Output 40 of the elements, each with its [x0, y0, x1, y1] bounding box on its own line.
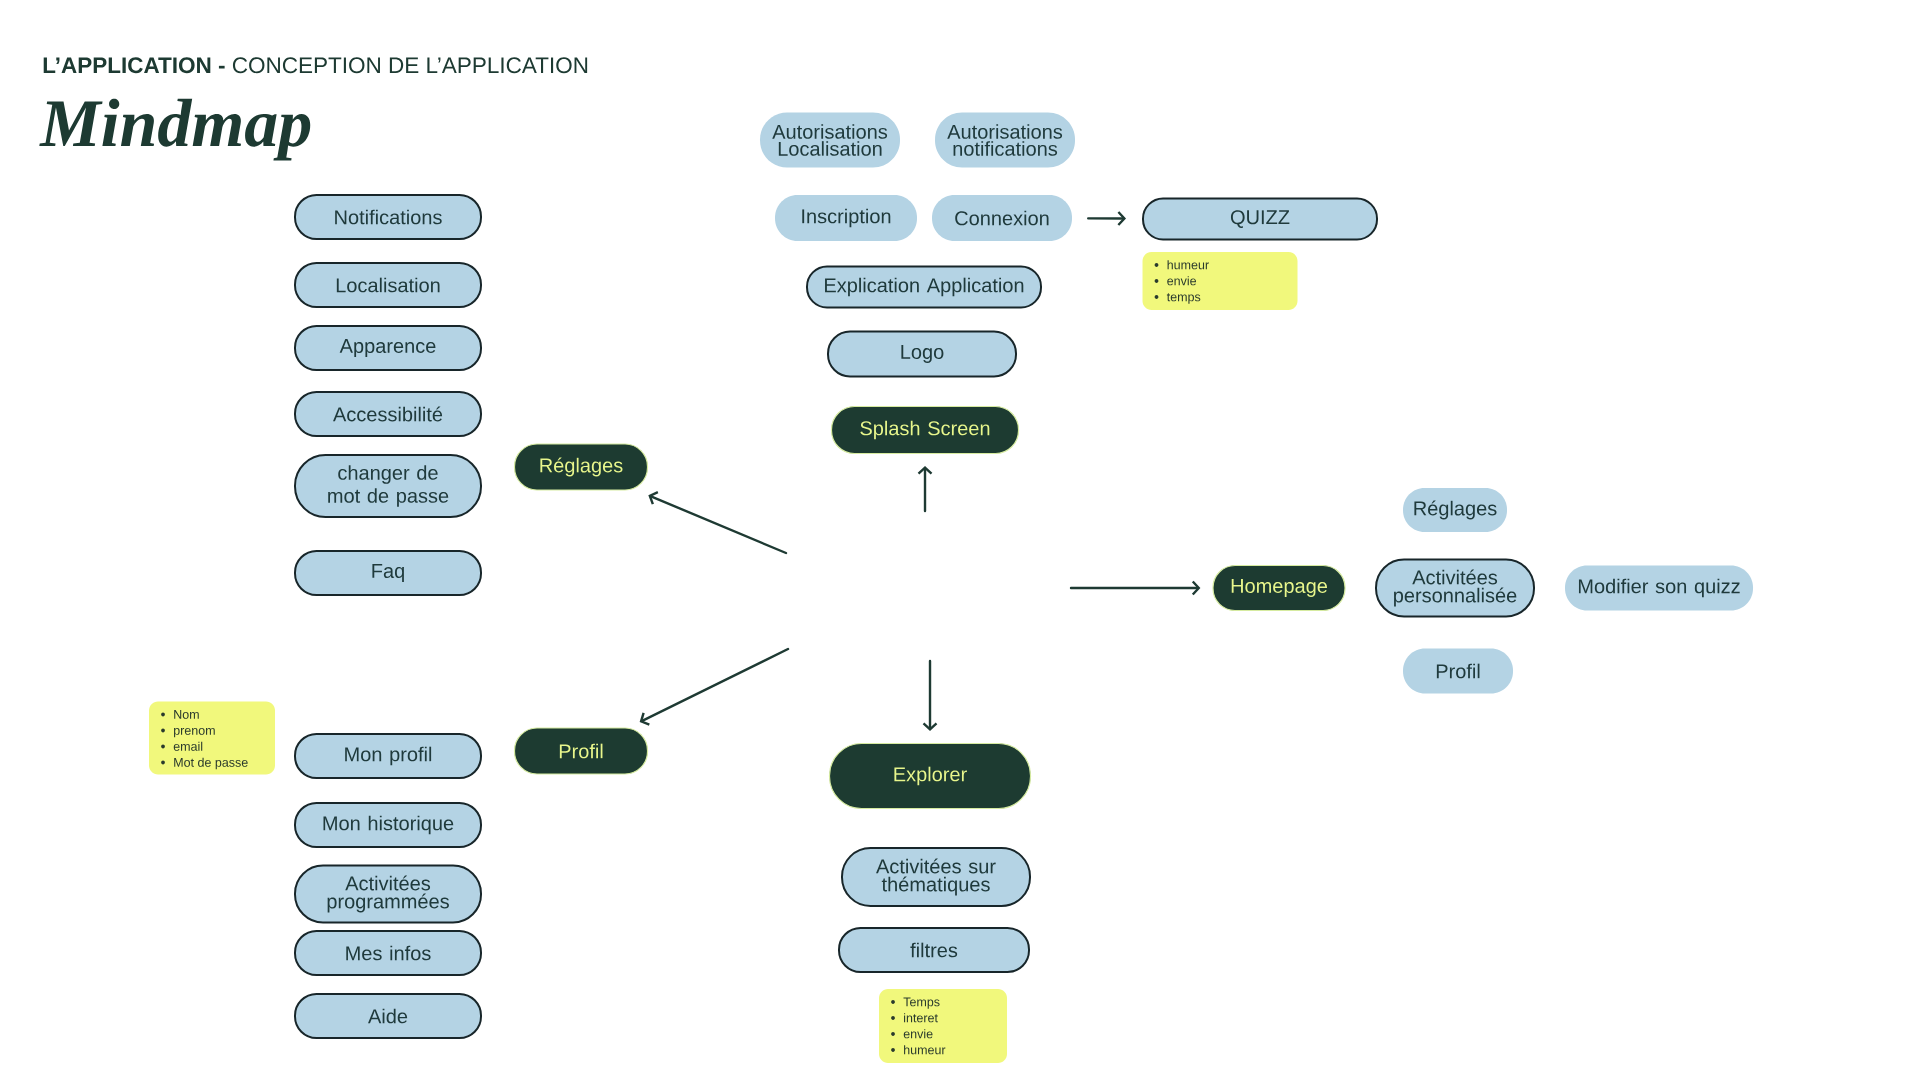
arrow: [922, 659, 938, 731]
pill-box: Splash Screen: [830, 405, 1020, 455]
sticky-note: Nom prenom email Mot de passe: [149, 701, 275, 775]
pill-box: Modifier son quizz: [1565, 565, 1753, 611]
pill-box: Réglages: [1403, 488, 1507, 532]
pill-box: Autorisations Localisation: [760, 112, 900, 168]
sticky-note: Temps interet envie humeur: [879, 989, 1007, 1063]
pill-box: Aide: [294, 993, 482, 1039]
pill-box: Autorisations notifications: [935, 112, 1075, 168]
arrow: [648, 491, 788, 555]
pill-box: Profil: [513, 727, 649, 775]
pill-box: Notifications: [294, 194, 482, 240]
pill-box: Explication Application: [806, 265, 1042, 309]
arrow: [1069, 580, 1201, 596]
pill-box: QUIZZ: [1142, 197, 1378, 241]
pill-box: Profil: [1403, 648, 1513, 694]
pill-box: Activitées sur thématiques: [841, 847, 1031, 907]
pill-box: Connexion: [932, 195, 1072, 241]
pill-box: filtres: [838, 927, 1030, 973]
pill-box: changer de mot de passe: [294, 454, 482, 518]
pill-box: Inscription: [775, 195, 917, 241]
subtitle: L’APPLICATION - CONCEPTION DE L’APPLICATION: [43, 57, 588, 74]
pill-box: Localisation: [294, 262, 482, 308]
pill-box: Logo: [827, 330, 1017, 378]
arrow: [1087, 211, 1126, 226]
pill-box: Activitées personnalisée: [1375, 558, 1535, 618]
pill-box: Mes infos: [294, 930, 482, 976]
page-title: Mindmap: [39, 98, 311, 161]
pill-box: Mon profil: [294, 733, 482, 779]
pill-box: Apparence: [294, 325, 482, 371]
arrow: [639, 647, 790, 726]
pill-box: Explorer: [828, 742, 1032, 810]
pill-box: Activitées programmées: [294, 864, 482, 924]
sticky-note: humeur envie temps: [1142, 252, 1298, 310]
pill-box: Mon historique: [294, 802, 482, 848]
arrow: [917, 466, 933, 513]
pill-box: Accessibilité: [294, 391, 482, 437]
pill-box: Faq: [294, 550, 482, 596]
pill-box: Homepage: [1212, 564, 1346, 612]
pill-box: Réglages: [513, 443, 649, 491]
